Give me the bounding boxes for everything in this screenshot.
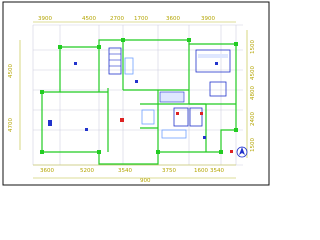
bottom-dimension: 3540 <box>118 168 132 174</box>
bottom-dimension: 1600 <box>194 168 208 174</box>
bath-fixture <box>209 81 227 97</box>
storage-block <box>141 109 155 125</box>
bed-block <box>195 49 231 73</box>
top-dimension: 2700 <box>110 16 124 22</box>
left-dimension: 4700 <box>8 118 14 132</box>
right-dimension: 1500 <box>250 40 256 54</box>
top-dimension: 3900 <box>38 16 52 22</box>
bottom-dimension: 3540 <box>210 168 224 174</box>
kitchen-counter <box>124 57 134 75</box>
dimension-lines <box>19 21 248 179</box>
top-dimension: 3900 <box>201 16 215 22</box>
column-markers <box>40 38 238 154</box>
washroom-block <box>189 107 203 127</box>
toilet-block <box>173 107 189 127</box>
floor-plan-drawing: 3900 4500 2700 1700 3600 3900 3600 5200 … <box>0 0 273 188</box>
sofa-block <box>159 91 185 103</box>
top-dimension: 1700 <box>134 16 148 22</box>
left-dimensions: 4500 4700 <box>8 64 14 132</box>
symbol-marks <box>48 62 218 139</box>
bottom-dimensions: 3600 5200 3540 3750 1600 3540 900 <box>40 168 224 184</box>
right-dimension: 2400 <box>250 112 256 126</box>
left-dimension: 4500 <box>8 64 14 78</box>
right-dimension: 4800 <box>250 86 256 100</box>
right-dimension: 4500 <box>250 66 256 80</box>
north-arrow-icon <box>236 146 248 158</box>
bottom-total-dimension: 900 <box>140 178 151 184</box>
top-dimensions: 3900 4500 2700 1700 3600 3900 <box>38 16 215 22</box>
right-dimension: 1500 <box>250 138 256 152</box>
fixtures <box>108 47 231 139</box>
drawing-frame <box>2 1 270 186</box>
top-dimension: 3600 <box>166 16 180 22</box>
bottom-dimension: 5200 <box>80 168 94 174</box>
stair-block <box>108 47 122 75</box>
counter-block <box>161 129 187 139</box>
bottom-dimension: 3600 <box>40 168 54 174</box>
top-dimension: 4500 <box>82 16 96 22</box>
accent-marks <box>120 112 233 153</box>
drawing-background <box>0 0 273 188</box>
right-dimensions: 1500 4500 4800 2400 1500 <box>250 40 256 152</box>
bottom-dimension: 3750 <box>162 168 176 174</box>
